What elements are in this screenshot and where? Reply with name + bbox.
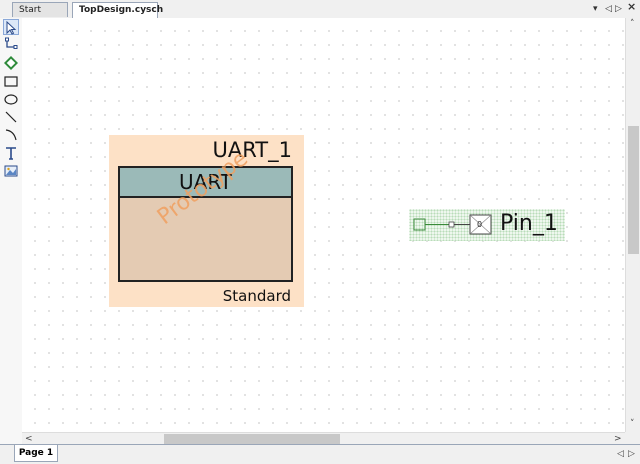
wire-tool[interactable] <box>3 37 19 53</box>
close-tab-button[interactable]: × <box>627 0 637 13</box>
vertical-scroll-thumb[interactable] <box>628 126 639 254</box>
component-tool[interactable] <box>3 55 19 71</box>
ellipse-tool[interactable] <box>3 91 19 107</box>
scroll-corner <box>625 432 640 444</box>
component-instance-name: UART_1 <box>212 138 293 162</box>
scroll-down-arrow[interactable]: ˅ <box>630 419 635 429</box>
component-type-name: UART <box>120 168 291 198</box>
ellipse-icon <box>4 94 18 105</box>
tab-top-design[interactable]: TopDesign.cysch <box>72 2 163 19</box>
scroll-right-arrow[interactable]: > <box>614 434 622 444</box>
component-diamond-icon <box>4 56 18 70</box>
tab-list-dropdown[interactable]: ▾ <box>593 4 598 14</box>
page-tab-bar: Page 1 ◁ ▷ <box>0 444 640 464</box>
wire-icon <box>5 37 18 49</box>
horizontal-scrollbar[interactable]: < > <box>22 432 625 445</box>
image-icon <box>4 165 18 177</box>
image-tool[interactable] <box>3 163 19 179</box>
component-symbol-body: UART <box>118 166 293 282</box>
digital-pin-icon <box>413 214 492 235</box>
line-tool[interactable] <box>3 109 19 125</box>
text-tool[interactable] <box>3 145 19 161</box>
rectangle-icon <box>4 76 18 87</box>
tab-page-1[interactable]: Page 1 <box>14 445 58 462</box>
scroll-left-arrow[interactable]: < <box>25 434 33 444</box>
tab-scroll-left[interactable]: ◁ <box>605 4 612 14</box>
schematic-toolbar <box>0 18 23 444</box>
arc-icon <box>5 129 17 141</box>
select-tool[interactable] <box>3 19 19 35</box>
tab-start-page[interactable]: Start Page <box>12 2 68 30</box>
page-scroll-right[interactable]: ▷ <box>628 449 635 459</box>
component-variant-label: Standard <box>222 287 291 305</box>
vertical-scrollbar[interactable]: ˄ ˅ <box>625 18 640 432</box>
rectangle-tool[interactable] <box>3 73 19 89</box>
horizontal-scroll-thumb[interactable] <box>164 434 340 444</box>
uart-component[interactable]: UART_1 UART Standard Prototype <box>109 135 304 307</box>
pointer-icon <box>6 20 17 35</box>
pin-name: Pin_1 <box>500 211 558 236</box>
pin-value: 0 <box>477 220 483 229</box>
scroll-up-arrow[interactable]: ˄ <box>630 19 635 29</box>
pin-component[interactable]: 0 Pin_1 <box>409 209 565 241</box>
page-scroll-left[interactable]: ◁ <box>617 449 624 459</box>
line-icon <box>5 111 17 123</box>
document-tab-bar: Start Page TopDesign.cysch ▾ ◁ ▷ × <box>0 0 640 30</box>
text-icon <box>6 147 16 160</box>
tab-scroll-right[interactable]: ▷ <box>615 4 622 14</box>
schematic-canvas[interactable]: UART_1 UART Standard Prototype 0 Pin_1 <box>22 18 625 432</box>
arc-tool[interactable] <box>3 127 19 143</box>
